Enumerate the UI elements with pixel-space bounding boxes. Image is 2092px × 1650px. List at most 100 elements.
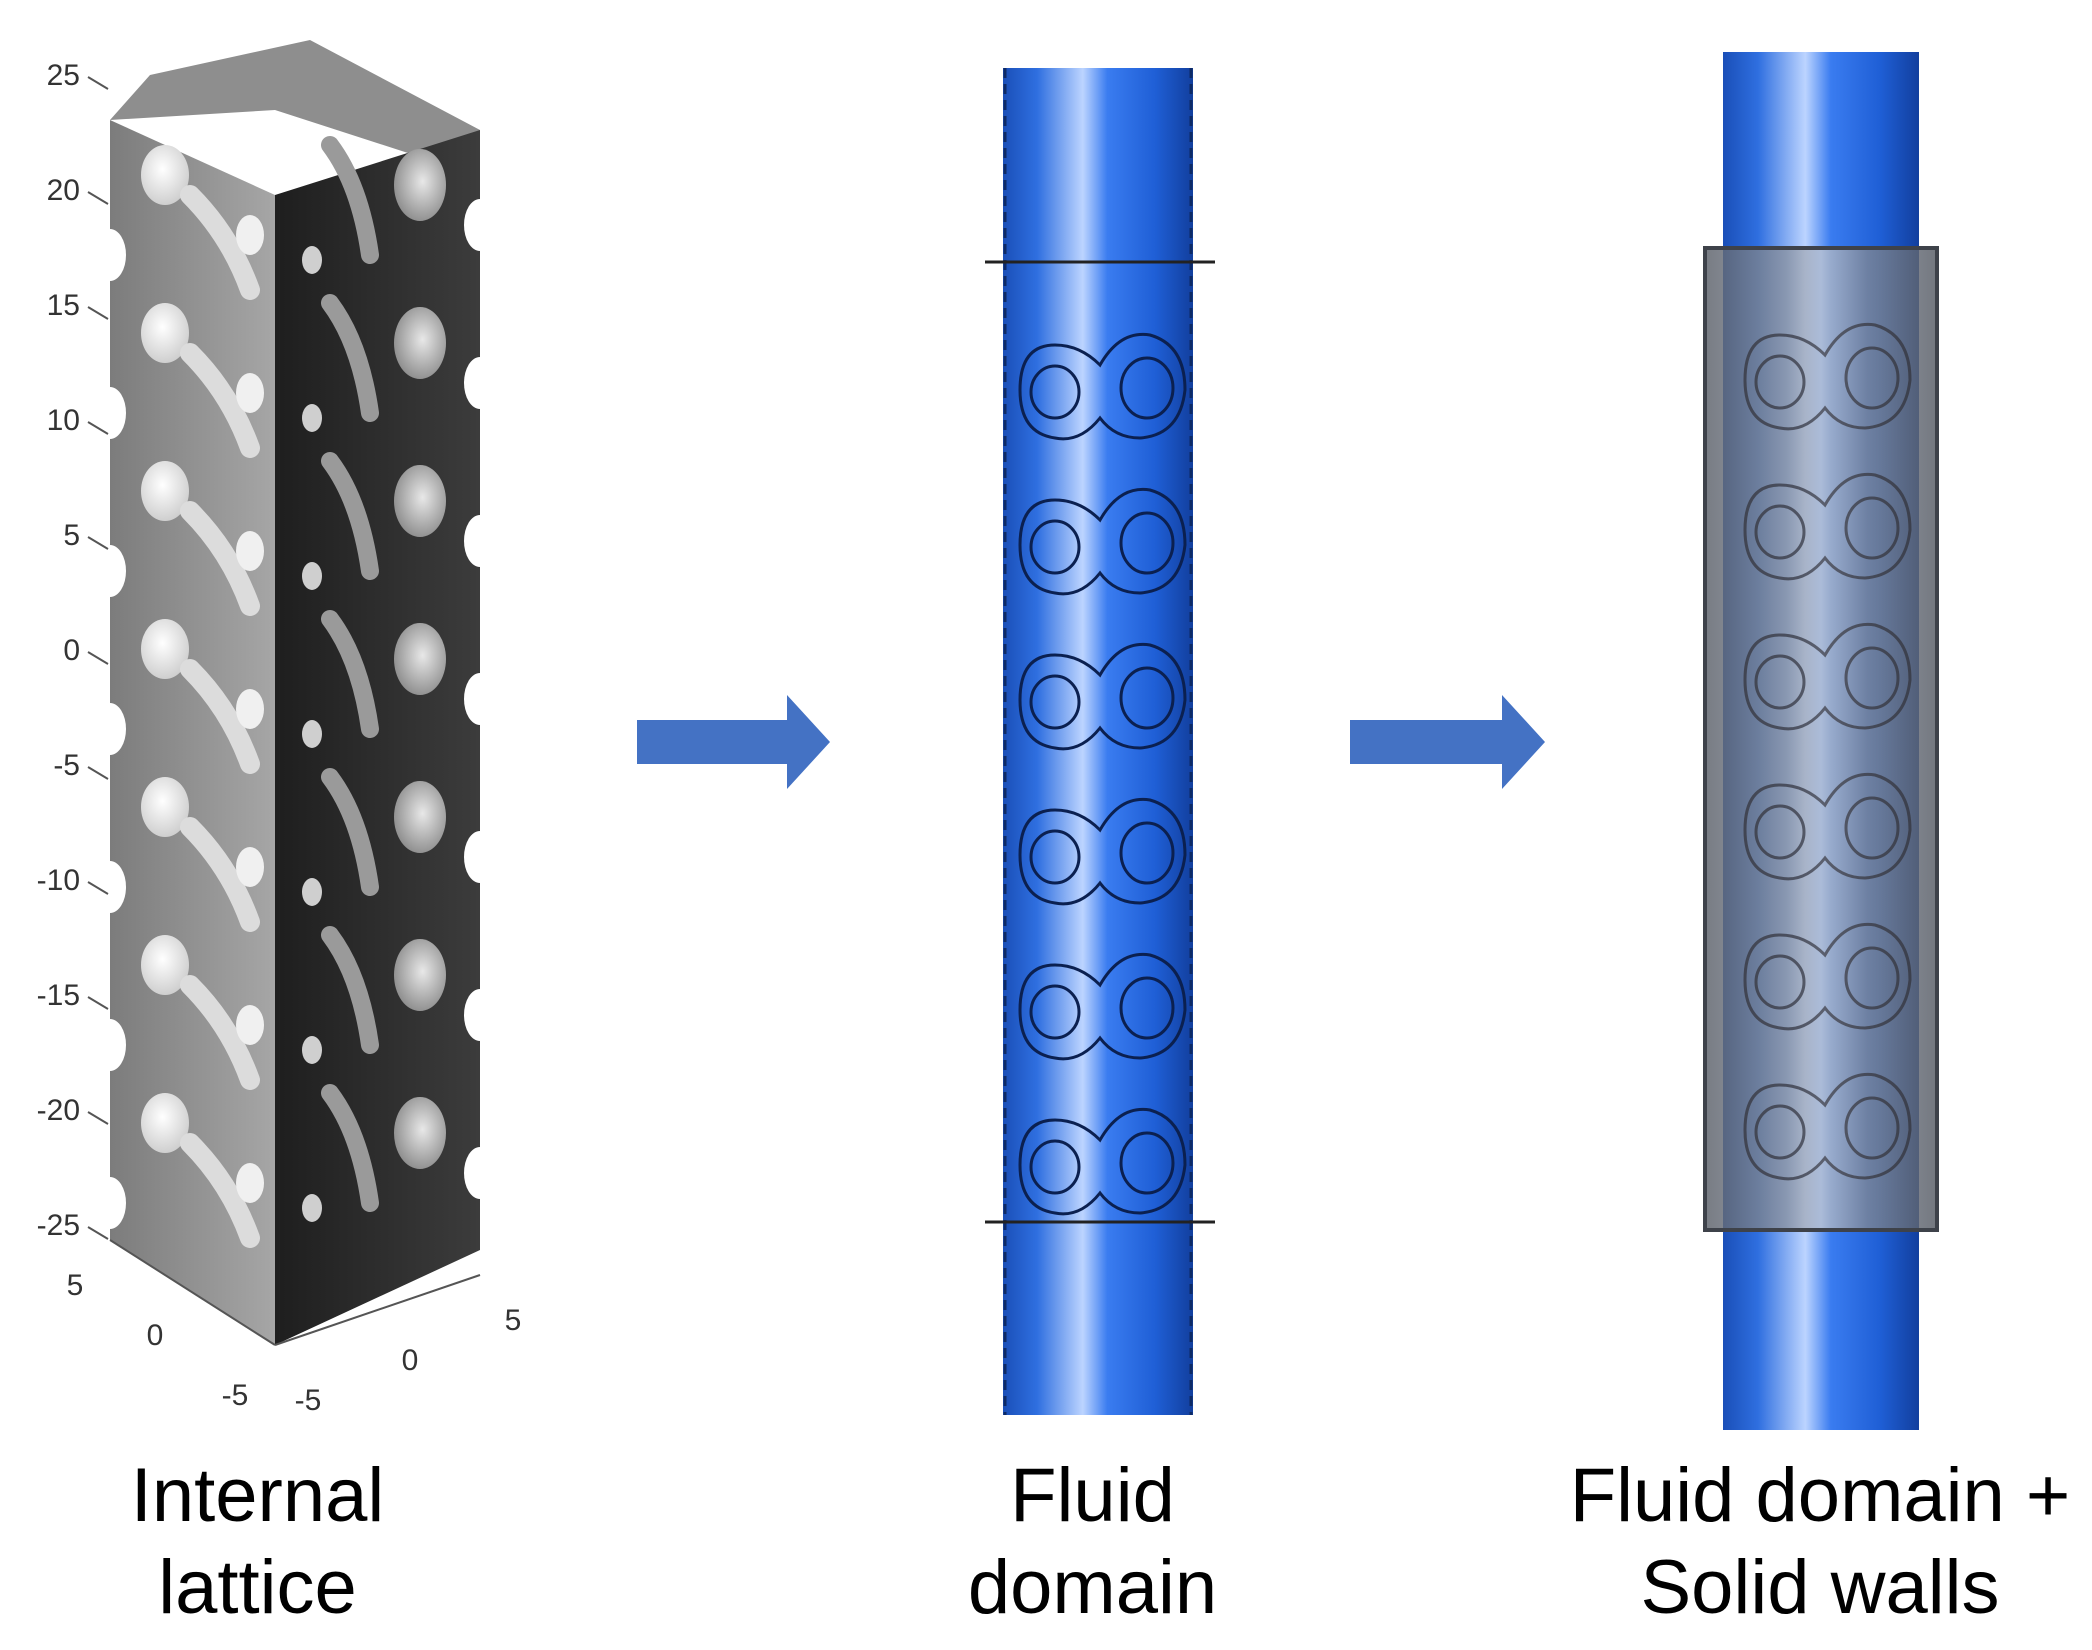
lattice-strut (180, 1133, 260, 1248)
caption-line: domain (967, 1545, 1218, 1630)
z-tick-mark (87, 996, 109, 1010)
fluid-pore-outline (1018, 952, 1187, 1061)
fluid-pore (1029, 1139, 1081, 1195)
z-tick-label: 0 (63, 634, 80, 667)
lattice-pore (141, 777, 189, 837)
fluid-pore (1029, 364, 1081, 420)
fluid-pore (1844, 1096, 1900, 1160)
lattice-pore (394, 623, 446, 695)
fluid-walls-panel (1703, 52, 1939, 1430)
y-axis-ticks: 50-5 (67, 1269, 249, 1412)
lattice-edge-notch (94, 1335, 126, 1387)
right-arrow-icon (1350, 695, 1545, 789)
lattice-strut (321, 926, 379, 1054)
lattice-strut (180, 975, 260, 1090)
lattice-pore (236, 531, 264, 571)
lattice-pore (394, 149, 446, 221)
lattice-left-face (110, 120, 275, 1345)
lattice-pore (236, 689, 264, 729)
fluid-pore (1754, 1104, 1806, 1160)
fluid-pore-outline (1743, 472, 1912, 581)
fluid-pore-outline (1018, 642, 1187, 751)
fluid-pore (1119, 356, 1175, 420)
lattice-axes (109, 1239, 481, 1346)
lattice-pore (394, 307, 446, 379)
z-tick-label: -15 (37, 979, 80, 1012)
z-tick-mark (87, 536, 109, 550)
z-tick-label: -10 (37, 864, 80, 897)
fluid-pore (1844, 346, 1900, 410)
lattice-edge-notch (464, 989, 496, 1041)
fluid-pore (1754, 654, 1806, 710)
fluid-pore (1119, 821, 1175, 885)
caption-line: lattice (158, 1545, 357, 1630)
fluid-pore-outline (1018, 797, 1187, 906)
fluid-pore (1754, 504, 1806, 560)
lattice-pore (302, 246, 322, 274)
caption-line: Internal (130, 1453, 385, 1538)
caption-line: Fluid domain + (1569, 1453, 2071, 1538)
lattice-edge-notch (94, 545, 126, 597)
lattice-pore (236, 1163, 264, 1203)
lattice-edge-notch (464, 1147, 496, 1199)
fluid-pore-outline (1743, 1072, 1912, 1181)
lattice-pore (141, 619, 189, 679)
lattice-edge-notch (464, 357, 496, 409)
fluid-pore-outline (1018, 1107, 1187, 1216)
x-tick-label: -5 (295, 1384, 322, 1417)
lattice-right-face (275, 130, 480, 1345)
fluid-pore-outline (1743, 772, 1912, 881)
lattice-strut (180, 659, 260, 774)
lattice-strut (180, 343, 260, 458)
lattice-pore (394, 939, 446, 1011)
solid-wall-sleeve (1703, 246, 1939, 1232)
z-tick-mark (87, 766, 109, 780)
wall-pores-overlay (1743, 322, 1912, 1181)
z-tick-label: -5 (53, 749, 80, 782)
x-tick-label: 0 (402, 1344, 419, 1377)
fluid-pore-outline (1743, 922, 1912, 1031)
fluid-pore (1119, 1131, 1175, 1195)
fluid-pore (1119, 666, 1175, 730)
lattice-pore (141, 1093, 189, 1153)
caption-line: Solid walls (1640, 1545, 2000, 1630)
fluid-pore (1844, 496, 1900, 560)
z-tick-label: -25 (37, 1209, 80, 1242)
z-tick-label: 10 (47, 404, 80, 437)
lattice-edge-notch (464, 673, 496, 725)
caption-fluid-domain: Fluid domain (920, 1450, 1265, 1634)
lattice-edge-notch (94, 1177, 126, 1229)
lattice-edge-notch (464, 831, 496, 883)
fluid-pore (1029, 829, 1081, 885)
z-tick-mark (87, 651, 109, 665)
lattice-pore (394, 465, 446, 537)
lattice-strut (321, 452, 379, 580)
lattice-top-face (110, 40, 480, 165)
fluid-pore-outline (1018, 487, 1187, 596)
lattice-pore (236, 215, 264, 255)
lattice-pore (302, 720, 322, 748)
lattice-edge-notch (94, 1019, 126, 1071)
fluid-pore (1844, 796, 1900, 860)
lattice-pore (236, 1005, 264, 1045)
fluid-pore (1844, 946, 1900, 1010)
z-tick-label: 15 (47, 289, 80, 322)
z-tick-label: 25 (47, 59, 80, 92)
lattice-edge-notch (464, 199, 496, 251)
fluid-pore (1844, 646, 1900, 710)
lattice-pore (141, 145, 189, 205)
z-tick-mark (87, 1226, 109, 1240)
fluid-pore-outline (1743, 322, 1912, 431)
fluid-pore-outline (1018, 332, 1187, 441)
lattice-strut (321, 1084, 379, 1212)
fluid-domain-panel (985, 68, 1215, 1415)
lattice-strut (180, 185, 260, 300)
lattice-pore (302, 404, 322, 432)
lattice-strut (321, 294, 379, 422)
caption-fluid-domain-solid-walls: Fluid domain + Solid walls (1560, 1450, 2080, 1634)
lattice-pore (394, 781, 446, 853)
lattice-strut (321, 136, 379, 264)
lattice-edge-notch (94, 861, 126, 913)
lattice-strut (180, 501, 260, 616)
